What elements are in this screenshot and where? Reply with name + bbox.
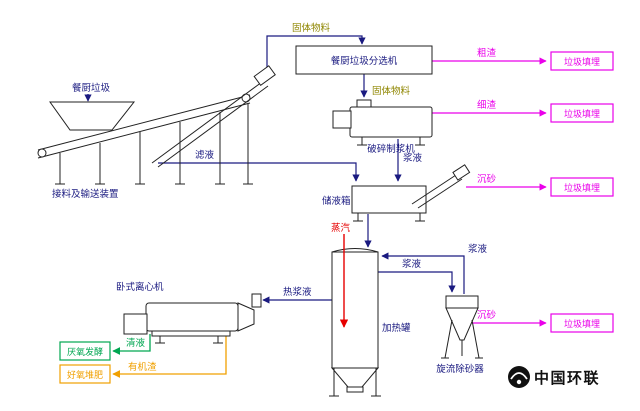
label-slurry-return: 浆液	[468, 243, 488, 255]
feed-hopper	[49, 101, 136, 131]
label-crusher: 破碎制浆机	[367, 143, 415, 155]
flow-slurry-to-desander	[378, 271, 456, 293]
label-anaerobic: 厌氧发酵	[67, 346, 103, 358]
screw-conveyor-motor	[253, 65, 276, 87]
label-landfill-1: 垃圾填埋	[564, 56, 600, 68]
heating-tank-graphic	[329, 248, 381, 397]
flow-lines	[84, 35, 547, 378]
label-sorter: 餐厨垃圾分选机	[331, 55, 398, 67]
label-solid-material-1: 固体物料	[292, 22, 331, 34]
centrifuge-motor	[123, 313, 148, 335]
landfill-box-4	[550, 313, 614, 333]
feed-conveyor-graphic	[37, 65, 276, 185]
landfill-box-2	[550, 103, 614, 123]
label-kitchen-waste: 餐厨垃圾	[72, 82, 111, 94]
label-composting: 好氧堆肥	[67, 369, 103, 381]
crusher-motor	[332, 110, 352, 129]
flow-solids-to-sorter	[266, 35, 366, 80]
flow-organic-residue	[112, 334, 227, 378]
storage-tank-graphic	[351, 164, 471, 222]
label-grit-1: 沉砂	[477, 173, 497, 185]
label-receiving-conveyor: 接料及输送装置	[52, 188, 119, 200]
flow-slurry-return	[381, 252, 465, 294]
label-steam: 蒸汽	[331, 222, 351, 234]
landfill-box-1	[550, 51, 614, 71]
label-filtrate: 滤液	[195, 149, 215, 161]
labels: 餐厨垃圾 接料及输送装置 固体物料 餐厨垃圾分选机 粗渣 固体物料 细渣 破碎制…	[52, 22, 600, 381]
label-fine-residue: 细渣	[477, 99, 497, 111]
elevator-motor	[452, 164, 471, 181]
label-centrifuge: 卧式离心机	[116, 281, 164, 293]
centrifuge-graphic	[123, 293, 262, 344]
flow-filtrate	[158, 162, 360, 182]
brand-logo: 中国环联	[508, 366, 600, 388]
label-heating-tank: 加热罐	[382, 322, 411, 334]
crusher-graphic	[332, 99, 433, 146]
label-landfill-2: 垃圾填埋	[564, 108, 600, 120]
label-desander: 旋流除砂器	[436, 363, 484, 375]
label-slurry-to-tank: 浆液	[403, 152, 423, 164]
anaerobic-box	[59, 341, 111, 361]
label-landfill-4: 垃圾填埋	[564, 318, 600, 330]
composting-box	[59, 364, 111, 384]
label-slurry-to-desander: 浆液	[402, 258, 422, 270]
label-grit-2: 沉砂	[477, 309, 497, 321]
label-solid-material-2: 固体物料	[372, 85, 411, 97]
sorter-box	[295, 45, 433, 75]
label-storage-tank: 储液箱	[322, 195, 351, 207]
landfill-box-3	[550, 177, 614, 197]
grit-screw-elevator	[411, 174, 457, 205]
brand-logo-icon	[508, 366, 530, 388]
brand-text: 中国环联	[534, 369, 600, 387]
screw-conveyor	[151, 81, 263, 164]
flow-clear-liquid	[112, 334, 151, 355]
label-organic-residue: 有机渣	[128, 361, 157, 373]
label-landfill-3: 垃圾填埋	[564, 182, 600, 194]
label-hot-slurry: 热浆液	[283, 286, 312, 298]
desander-graphic	[441, 295, 483, 359]
label-clear-liquid: 清液	[126, 337, 146, 349]
label-coarse-residue: 粗渣	[477, 47, 497, 59]
